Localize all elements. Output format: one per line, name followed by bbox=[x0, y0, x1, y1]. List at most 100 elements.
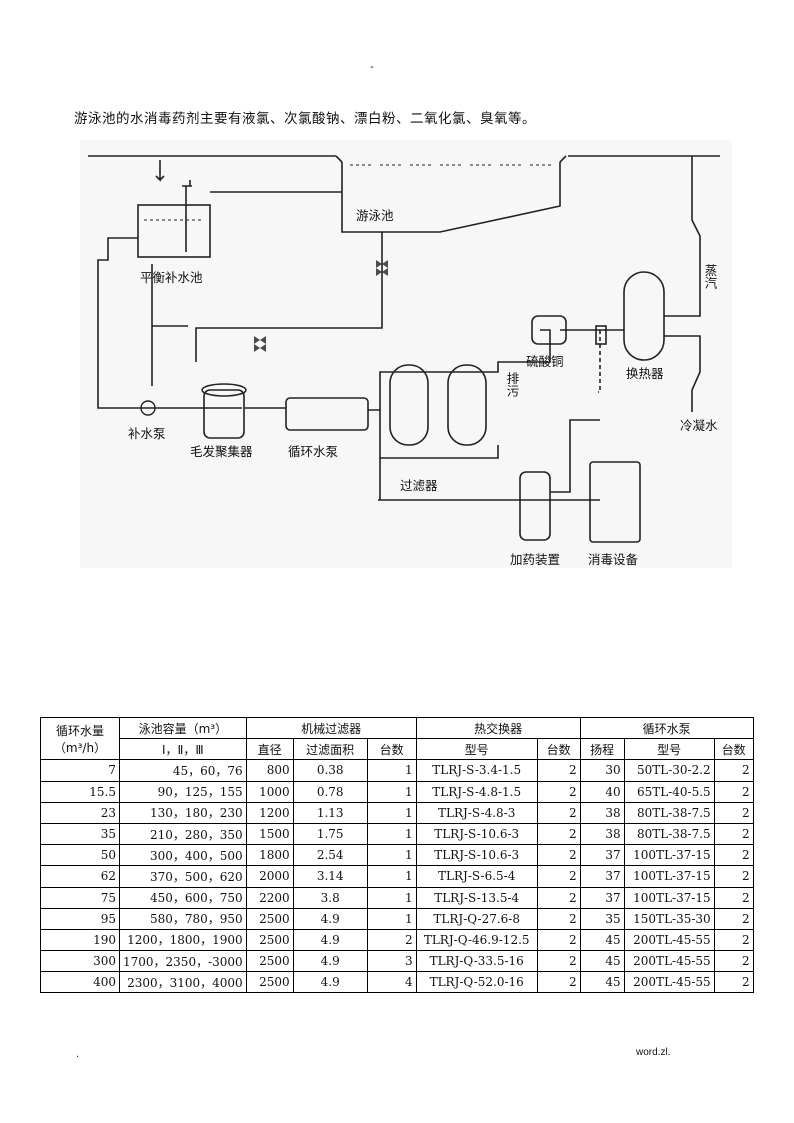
cell-flow: 190 bbox=[40, 928, 120, 952]
cell-filter-count: 2 bbox=[366, 928, 417, 952]
equipment-spec-table: 循环水量 （m³/h） 泳池容量（m³） 机械过滤器 热交换器 循环水泵 Ⅰ，Ⅱ… bbox=[40, 716, 754, 994]
cell-hx-count: 2 bbox=[536, 865, 581, 888]
cell-pump-model: 150TL-35-30 bbox=[623, 907, 715, 930]
cell-pump-model: 50TL-30-2.2 bbox=[623, 759, 715, 782]
cell-pump-head: 37 bbox=[579, 844, 625, 867]
cell-pump-count: 2 bbox=[713, 907, 754, 930]
pool-shape bbox=[341, 162, 561, 233]
label-heat-exchanger: 换热器 bbox=[626, 366, 664, 381]
footer-left: . bbox=[76, 1049, 80, 1060]
cell-pump-model: 80TL-38-7.5 bbox=[623, 822, 715, 846]
cell-pump-count: 2 bbox=[713, 865, 754, 888]
cell-filter-area: 0.38 bbox=[292, 759, 368, 782]
cell-filter-area: 4.9 bbox=[292, 928, 368, 952]
cell-pump-count: 2 bbox=[713, 971, 754, 994]
pool-circulation-diagram: 游泳池 平衡补水池 补水泵 毛发聚集器 循环水泵 过滤器 硫酸铜 换热器 冷凝水… bbox=[80, 140, 732, 568]
cell-hx-model: TLRJ-S-3.4-1.5 bbox=[415, 759, 538, 782]
cell-filter-area: 1.75 bbox=[292, 822, 368, 846]
cell-pump-model: 100TL-37-15 bbox=[623, 844, 715, 867]
cell-volume: 2300，3100，4000 bbox=[119, 971, 247, 994]
cell-volume: 580，780，950 bbox=[119, 907, 247, 930]
cell-hx-model: TLRJ-S-4.8-1.5 bbox=[415, 780, 538, 803]
cell-hx-model: TLRJ-S-4.8-3 bbox=[415, 801, 538, 824]
label-copper-sulfate: 硫酸铜 bbox=[526, 354, 564, 369]
cell-volume: 90，125，155 bbox=[119, 780, 247, 803]
cell-pump-count: 2 bbox=[713, 759, 754, 782]
cell-diameter: 2500 bbox=[245, 907, 294, 930]
header-hx-group: 热交换器 bbox=[415, 716, 581, 740]
label-dosing: 加药装置 bbox=[510, 552, 560, 567]
cell-pump-count: 2 bbox=[713, 928, 754, 952]
cell-filter-area: 4.9 bbox=[292, 950, 368, 973]
filter-1-shape bbox=[389, 364, 429, 446]
intro-text: 游泳池的水消毒药剂主要有液氯、次氯酸钠、漂白粉、二氧化氯、臭氧等。 bbox=[74, 111, 536, 127]
cell-volume: 130，180，230 bbox=[119, 801, 247, 824]
cell-volume: 300，400，500 bbox=[119, 844, 247, 867]
cell-flow: 7 bbox=[40, 759, 120, 782]
header-hx-model: 型号 bbox=[415, 738, 538, 761]
cell-hx-model: TLRJ-S-6.5-4 bbox=[415, 865, 538, 888]
cell-filter-area: 3.14 bbox=[292, 865, 368, 888]
label-pool: 游泳池 bbox=[356, 208, 394, 223]
cell-hx-count: 2 bbox=[536, 780, 581, 803]
cell-hx-model: TLRJ-S-10.6-3 bbox=[415, 822, 538, 846]
header-pump-count: 台数 bbox=[713, 738, 754, 761]
cell-flow: 50 bbox=[40, 844, 120, 867]
cell-hx-count: 2 bbox=[536, 907, 581, 930]
cell-pump-head: 38 bbox=[579, 822, 625, 846]
header-flow: 循环水量 （m³/h） bbox=[40, 716, 120, 761]
label-steam: 蒸汽 bbox=[703, 264, 718, 289]
cell-pump-count: 2 bbox=[713, 886, 754, 909]
cell-volume: 210，280，350 bbox=[119, 822, 247, 846]
cell-hx-count: 2 bbox=[536, 971, 581, 994]
cell-diameter: 800 bbox=[245, 759, 294, 782]
label-makeup-pump: 补水泵 bbox=[128, 426, 166, 441]
cell-pump-head: 37 bbox=[579, 865, 625, 888]
cell-flow: 23 bbox=[40, 801, 120, 824]
cell-diameter: 2500 bbox=[245, 950, 294, 973]
cell-hx-model: TLRJ-Q-46.9-12.5 bbox=[415, 928, 538, 952]
header-volume: 泳池容量（m³） bbox=[119, 716, 247, 740]
header-pump-head: 扬程 bbox=[579, 738, 625, 761]
cell-filter-count: 1 bbox=[366, 865, 417, 888]
cell-filter-count: 1 bbox=[366, 907, 417, 930]
cell-filter-area: 0.78 bbox=[292, 780, 368, 803]
cell-hx-count: 2 bbox=[536, 886, 581, 909]
cell-volume: 370，500，620 bbox=[119, 865, 247, 888]
cell-diameter: 2200 bbox=[245, 886, 294, 909]
cell-pump-head: 35 bbox=[579, 907, 625, 930]
circulation-pump-shape bbox=[285, 397, 369, 431]
cell-diameter: 2500 bbox=[245, 928, 294, 952]
cell-pump-head: 45 bbox=[579, 971, 625, 994]
cell-hx-count: 2 bbox=[536, 928, 581, 952]
cell-diameter: 1500 bbox=[245, 822, 294, 846]
header-hx-count: 台数 bbox=[536, 738, 581, 761]
cell-pump-head: 37 bbox=[579, 886, 625, 909]
cell-flow: 95 bbox=[40, 907, 120, 930]
cell-filter-count: 1 bbox=[366, 801, 417, 824]
cell-volume: 45，60，76 bbox=[119, 759, 247, 782]
cell-filter-area: 1.13 bbox=[292, 801, 368, 824]
cell-pump-head: 45 bbox=[579, 928, 625, 952]
header-filter-count: 台数 bbox=[366, 738, 417, 761]
cell-filter-count: 1 bbox=[366, 759, 417, 782]
cell-hx-model: TLRJ-Q-52.0-16 bbox=[415, 971, 538, 994]
cell-pump-head: 40 bbox=[579, 780, 625, 803]
cell-hx-count: 2 bbox=[536, 950, 581, 973]
copper-sulfate-shape bbox=[531, 315, 567, 345]
cell-pump-count: 2 bbox=[713, 844, 754, 867]
cell-volume: 1700，2350，-3000 bbox=[119, 950, 247, 973]
cell-filter-count: 1 bbox=[366, 844, 417, 867]
cell-hx-count: 2 bbox=[536, 801, 581, 824]
cell-diameter: 2500 bbox=[245, 971, 294, 994]
cell-volume: 450，600，750 bbox=[119, 886, 247, 909]
cell-flow: 300 bbox=[40, 950, 120, 973]
cell-pump-head: 30 bbox=[579, 759, 625, 782]
cell-pump-model: 80TL-38-7.5 bbox=[623, 801, 715, 824]
header-filter-dia: 直径 bbox=[245, 738, 294, 761]
